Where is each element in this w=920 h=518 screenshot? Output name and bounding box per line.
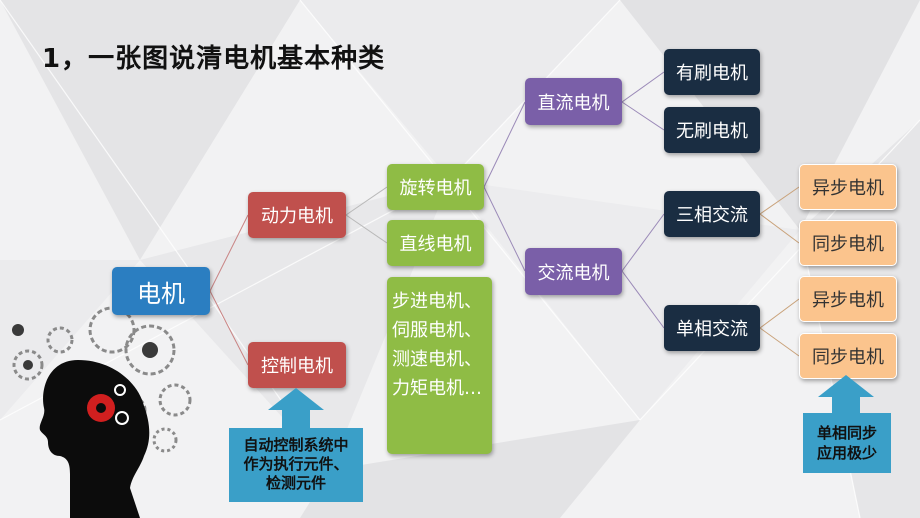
- node-three-phase-async: 异步电机: [799, 164, 897, 210]
- callout-control-note: 自动控制系统中 作为执行元件、 检测元件: [229, 428, 363, 502]
- root-node-motor: 电机: [112, 267, 210, 315]
- callout-line: 检测元件: [265, 474, 326, 492]
- node-linear-motor: 直线电机: [387, 220, 484, 266]
- callout-line: 应用极少: [816, 444, 877, 462]
- node-control-motor-types: 步进电机、 伺服电机、 测速电机、 力矩电机…: [387, 277, 492, 454]
- node-brushless-motor: 无刷电机: [664, 107, 760, 153]
- callout-line: 自动控制系统中: [243, 436, 349, 454]
- callout-line: 作为执行元件、: [243, 455, 349, 473]
- node-single-phase-ac: 单相交流: [664, 305, 760, 351]
- callout-single-phase-note: 单相同步 应用极少: [803, 413, 891, 473]
- node-ac-motor: 交流电机: [525, 248, 622, 295]
- node-control-motor: 控制电机: [248, 342, 346, 388]
- up-arrow-icon: [818, 375, 874, 415]
- control-type-item: 步进电机、: [392, 291, 482, 312]
- callout-line: 单相同步: [816, 424, 877, 442]
- head-with-gears-icon: [12, 306, 192, 518]
- control-type-item: 测速电机、: [392, 349, 482, 370]
- page-title: 1，一张图说清电机基本种类: [42, 44, 386, 74]
- node-single-phase-sync: 同步电机: [799, 333, 897, 379]
- up-arrow-icon: [268, 388, 324, 428]
- node-dc-motor: 直流电机: [525, 78, 622, 125]
- node-rotary-motor: 旋转电机: [387, 164, 484, 210]
- node-three-phase-sync: 同步电机: [799, 220, 897, 266]
- node-power-motor: 动力电机: [248, 192, 346, 238]
- node-single-phase-async: 异步电机: [799, 276, 897, 322]
- control-type-item: 力矩电机…: [392, 378, 482, 399]
- node-three-phase-ac: 三相交流: [664, 191, 760, 237]
- control-type-item: 伺服电机、: [392, 320, 482, 341]
- node-brushed-motor: 有刷电机: [664, 49, 760, 95]
